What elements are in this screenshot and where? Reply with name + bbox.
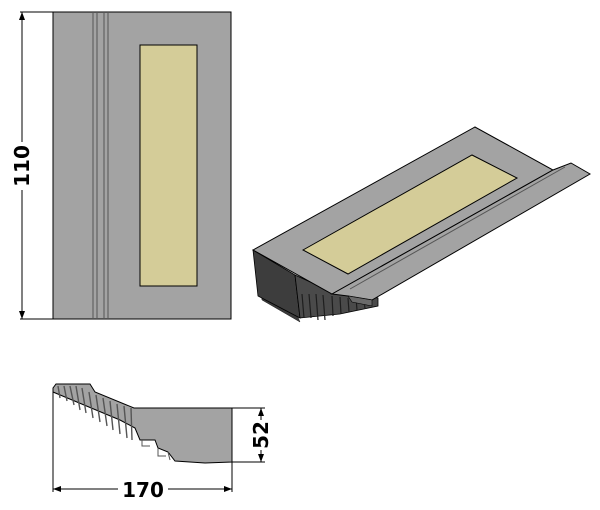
side-profile-fins (57, 385, 133, 441)
width-dimension-label: 170 (122, 478, 164, 502)
front-view (52, 11, 232, 320)
front-view-lens (139, 44, 198, 287)
height-dimension-label: 110 (10, 145, 34, 187)
isometric-view (251, 126, 591, 323)
side-profile-body (52, 383, 233, 464)
depth-dimension-label: 52 (249, 421, 273, 449)
height-dimension: 110 (10, 11, 53, 320)
isometric-fin-ridges (301, 293, 366, 321)
isometric-lens (301, 154, 519, 275)
depth-dimension: 52 (232, 407, 273, 463)
side-profile-view (52, 383, 233, 464)
width-dimension: 170 (52, 392, 233, 502)
